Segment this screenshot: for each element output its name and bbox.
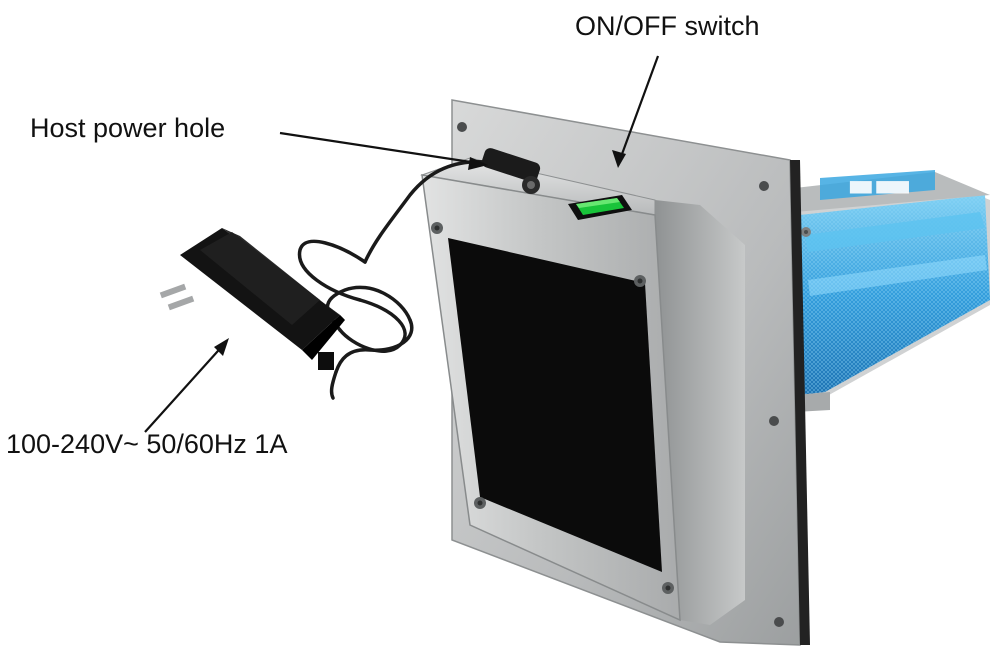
- arrow-line-icon: [144, 55, 660, 433]
- svg-text:▆▆ ▆▆▆: ▆▆ ▆▆▆: [849, 178, 909, 194]
- control-box: [420, 157, 745, 625]
- power-adapter-icon: [159, 228, 345, 370]
- adapter-spec-label: 100-240V~ 50/60Hz 1A: [6, 429, 288, 459]
- rocker-switch-icon: [568, 195, 632, 220]
- power-cable: [297, 160, 488, 400]
- switch-label: ON/OFF switch: [575, 11, 760, 41]
- uv-lamp-housing: ▆▆ ▆▆▆: [795, 170, 990, 412]
- host-power-hole-label: Host power hole: [30, 113, 226, 143]
- dc-plug: [481, 148, 541, 194]
